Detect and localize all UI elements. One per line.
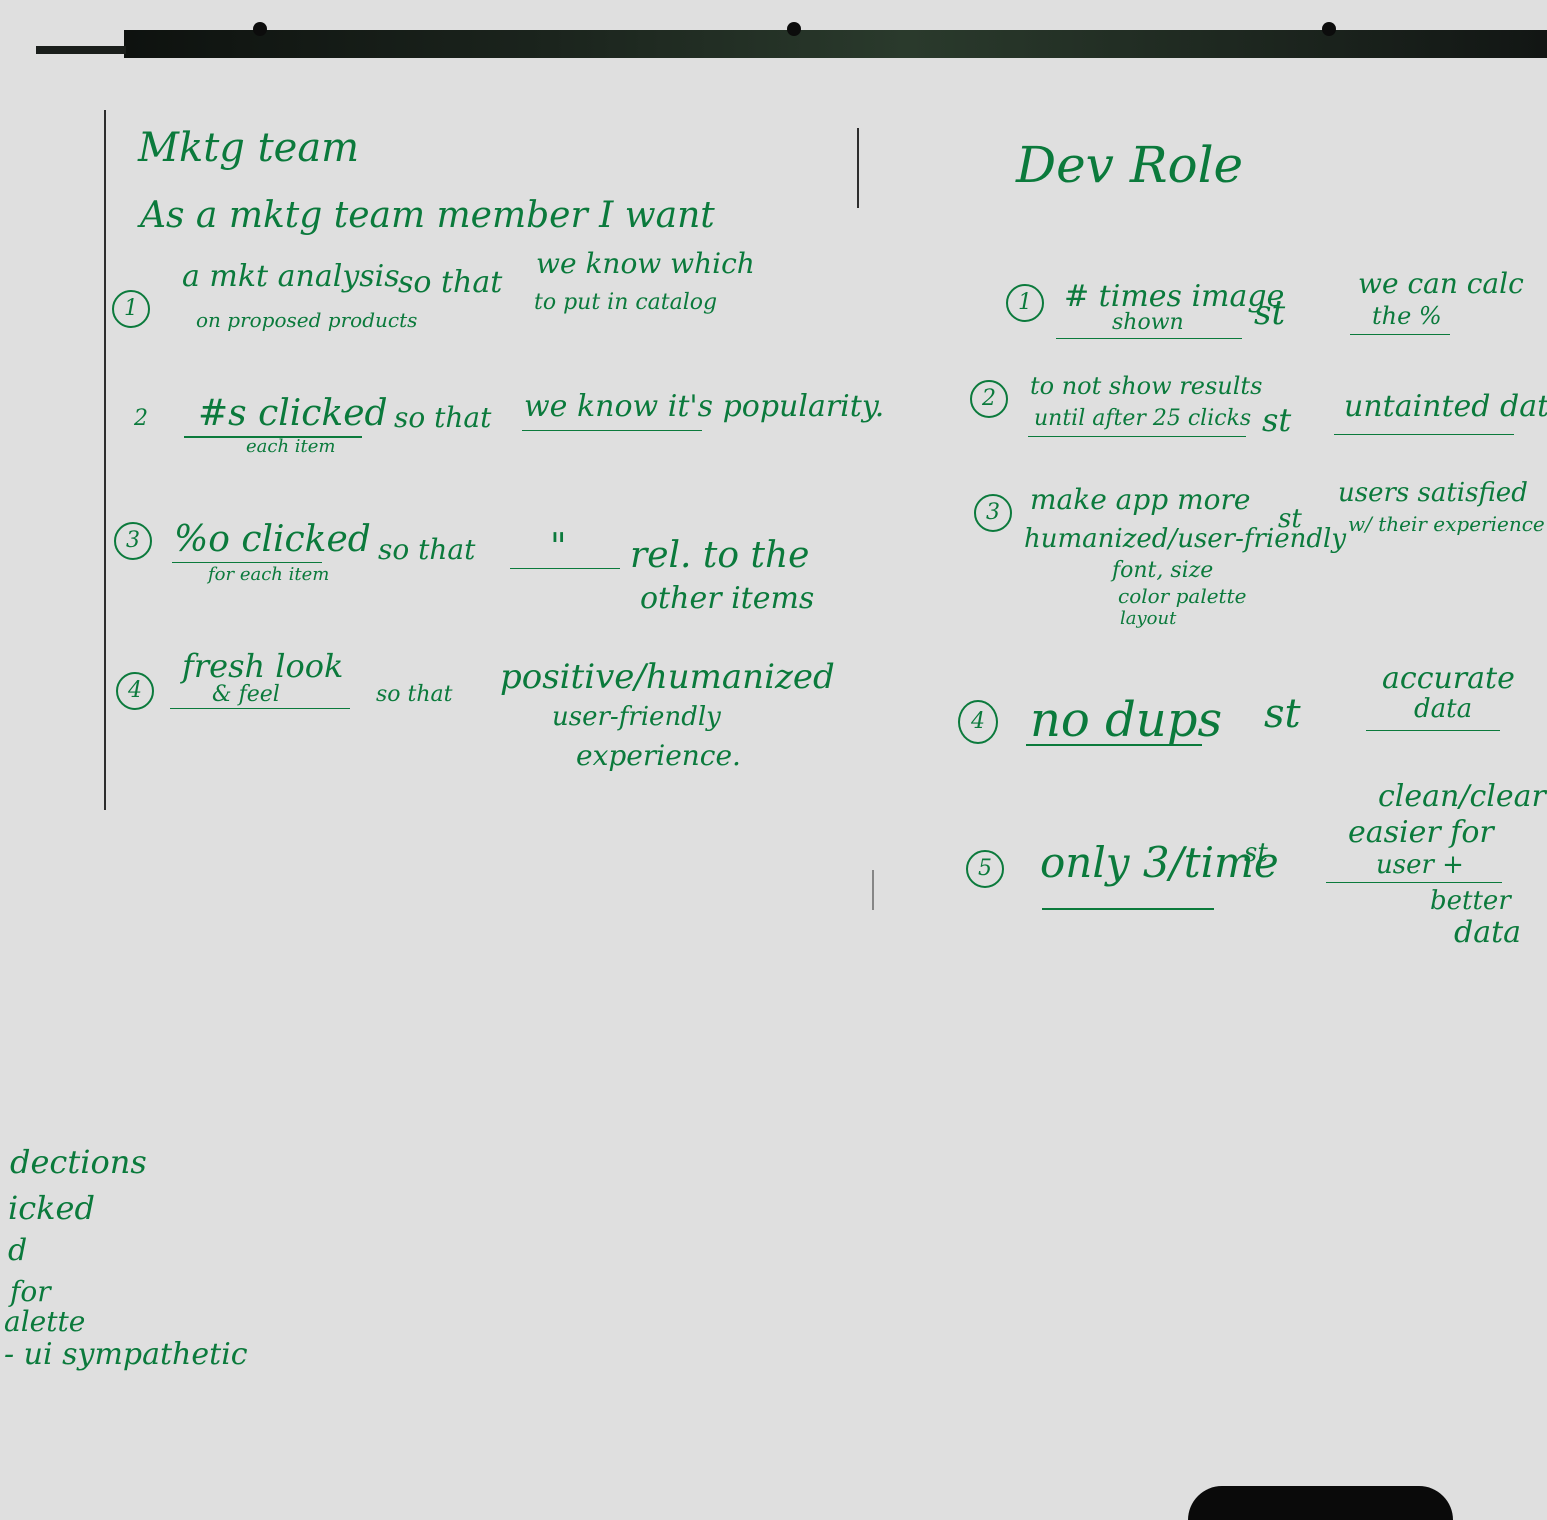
- right-item-3-detail-3: layout: [1120, 608, 1177, 629]
- right-item-5-goal-underline: [1326, 882, 1502, 883]
- margin-fragment-6: - ui sympathetic: [4, 1337, 248, 1372]
- right-item-3-goal-sub: w/ their experience: [1348, 512, 1545, 536]
- right-item-3-detail-2: color palette: [1118, 584, 1247, 608]
- eraser: [1188, 1486, 1453, 1520]
- magnet-left: [253, 22, 267, 36]
- right-item-4-want: no dups: [1030, 692, 1223, 748]
- right-item-1-st: st: [1254, 293, 1286, 333]
- right-item-5-goal-sub: easier for: [1348, 815, 1494, 850]
- right-item-4-underline: [1026, 744, 1202, 746]
- right-item-4-number: 4: [958, 700, 998, 744]
- right-item-2-number: 2: [970, 380, 1008, 418]
- left-item-2-so: so that: [394, 401, 492, 434]
- left-item-3-goal2-sub: other items: [640, 581, 815, 616]
- right-item-2-want-sub: until after 25 clicks: [1034, 406, 1252, 431]
- right-item-5-goal-sub4: data: [1454, 915, 1522, 950]
- left-item-3-goal2: rel. to the: [630, 535, 810, 576]
- right-item-1-goal: we can calc: [1358, 267, 1524, 300]
- margin-fragment-2: icked: [8, 1189, 95, 1227]
- right-item-5-number: 5: [966, 850, 1004, 888]
- left-item-3-want-sub: for each item: [208, 564, 330, 585]
- left-heading: Mktg team: [138, 125, 360, 171]
- right-heading: Dev Role: [1016, 136, 1244, 194]
- magnet-center: [787, 22, 801, 36]
- right-item-3-want: make app more: [1030, 483, 1251, 516]
- right-item-5-want: only 3/time: [1040, 838, 1279, 887]
- right-item-2-goal: untainted data.: [1344, 389, 1547, 424]
- right-item-3-want-sub: humanized/user-friendly: [1024, 524, 1347, 554]
- left-item-4-goal: positive/humanized: [500, 657, 835, 697]
- right-item-5-st: st: [1244, 838, 1268, 868]
- left-column-line: [104, 110, 106, 810]
- whiteboard-frame-edge: [36, 46, 126, 54]
- right-item-3-number: 3: [974, 494, 1012, 532]
- right-item-3-st: st: [1278, 504, 1302, 534]
- right-item-3-detail-1: font, size: [1112, 558, 1214, 583]
- right-item-4-goal: accurate: [1382, 661, 1515, 696]
- left-item-2-want: #s clicked: [198, 393, 388, 434]
- left-item-4-want-sub: & feel: [212, 682, 280, 707]
- right-item-1-want: # times image: [1064, 279, 1285, 314]
- right-item-1-number: 1: [1006, 284, 1044, 322]
- left-item-2-underline: [184, 436, 362, 438]
- right-item-2-st: st: [1262, 401, 1292, 439]
- right-item-1-goal-sub: the %: [1372, 302, 1442, 330]
- left-item-3-want: %o clicked: [174, 519, 371, 560]
- left-item-1-so: so that: [398, 265, 503, 300]
- left-item-2-goal-underline: [522, 430, 702, 431]
- right-item-5-underline: [1042, 908, 1214, 910]
- left-item-4-number: 4: [116, 672, 154, 710]
- left-item-1-goal-sub: to put in catalog: [534, 290, 718, 315]
- left-item-3-so: so that: [378, 533, 476, 566]
- left-item-4-goal-sub2: experience.: [576, 739, 741, 772]
- margin-fragment-5: alette: [4, 1305, 86, 1338]
- left-item-2-goal: we know it's popularity.: [524, 389, 885, 424]
- left-item-2-want-sub: each item: [246, 436, 336, 457]
- right-item-5-goal: clean/clear: [1378, 779, 1546, 814]
- right-item-5-goal-sub2: user +: [1376, 850, 1464, 880]
- column-divider: [857, 128, 859, 208]
- left-intro: As a mktg team member I want: [140, 195, 715, 236]
- whiteboard-frame-top: [124, 30, 1547, 58]
- column-divider-lower: [872, 870, 874, 910]
- margin-fragment-1: dections: [10, 1143, 147, 1181]
- left-item-4-underline: [170, 708, 350, 709]
- left-item-1-number: 1: [112, 290, 150, 328]
- margin-fragment-4: for: [10, 1275, 51, 1308]
- left-item-1-goal: we know which: [536, 247, 755, 280]
- left-item-3-goal: ": [550, 527, 567, 568]
- left-item-4-goal-sub: user-friendly: [552, 702, 721, 732]
- right-item-1-underline: [1056, 338, 1242, 339]
- left-item-2-number: 2: [134, 406, 148, 431]
- right-item-3-goal: users satisfied: [1338, 478, 1528, 508]
- right-item-4-goal-sub: data: [1414, 694, 1473, 724]
- magnet-right: [1322, 22, 1336, 36]
- right-item-1-want-sub: shown: [1112, 310, 1184, 335]
- right-item-4-goal-underline: [1366, 730, 1500, 731]
- right-item-5-goal-sub3: better: [1430, 886, 1511, 916]
- right-item-2-want: to not show results: [1030, 372, 1263, 400]
- margin-fragment-3: d: [8, 1233, 28, 1268]
- left-item-3-goal-underline: [510, 568, 620, 569]
- left-item-4-want: fresh look: [182, 647, 344, 685]
- left-item-1-want: a mkt analysis: [182, 259, 400, 294]
- left-item-3-underline: [172, 562, 322, 563]
- left-item-3-number: 3: [114, 522, 152, 560]
- right-item-1-goal-underline: [1350, 334, 1450, 335]
- left-item-4-so: so that: [376, 682, 453, 707]
- left-item-1-want-sub: on proposed products: [196, 308, 418, 332]
- right-item-2-goal-underline: [1334, 434, 1514, 435]
- right-item-4-st: st: [1264, 691, 1301, 737]
- right-item-2-underline: [1028, 436, 1246, 437]
